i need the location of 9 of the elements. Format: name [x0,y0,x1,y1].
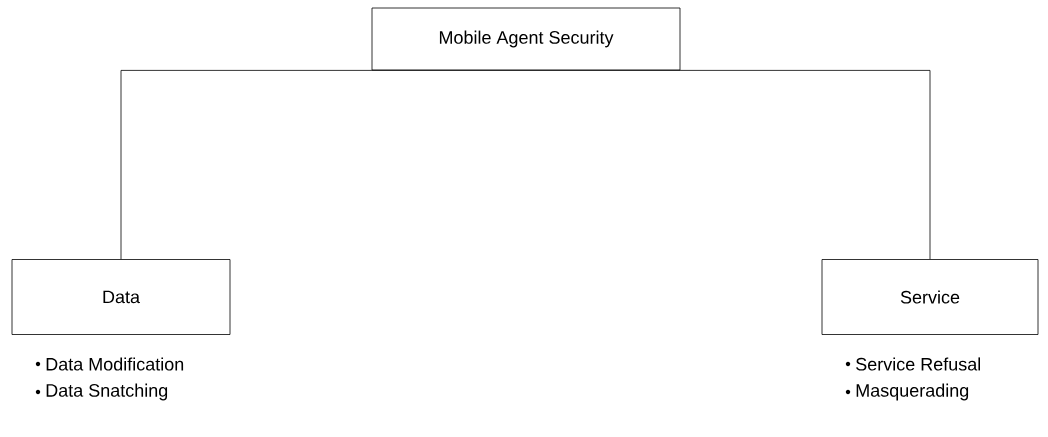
box: Service [821,259,1039,335]
bullet-item: Data Modification [35,357,184,371]
box: Data [11,259,231,335]
bullet-item: Masquerading [845,383,969,401]
box: Mobile Agent Security [371,7,681,71]
connector [120,70,527,260]
connector [525,70,931,260]
bullet-item: Data Snatching [35,383,168,401]
bullet-item: Service Refusal [845,357,980,371]
